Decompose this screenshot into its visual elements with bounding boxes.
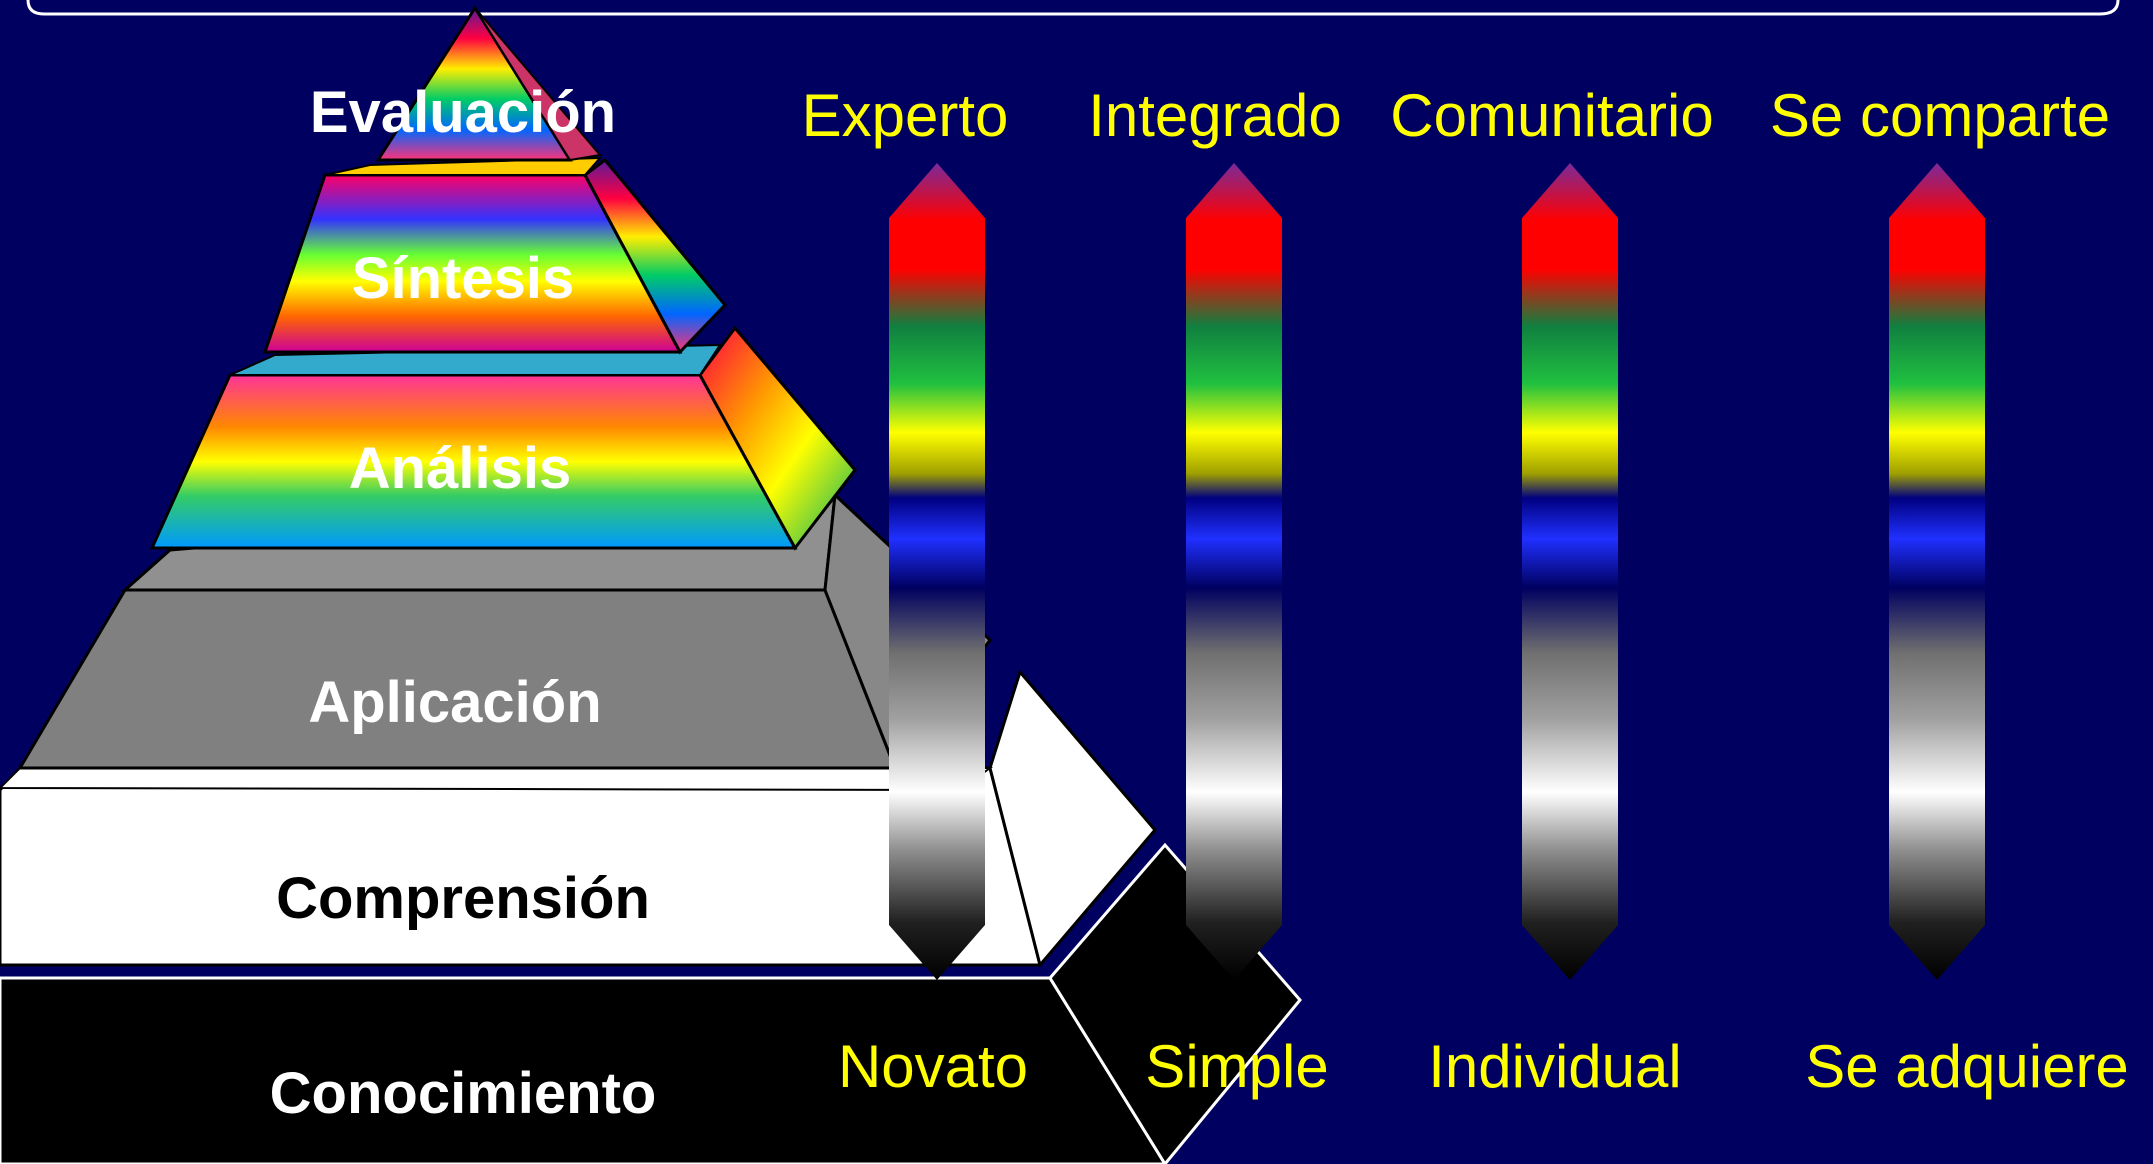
- label-evaluacion: Evaluación: [310, 80, 616, 145]
- scale-top-integration: Integrado: [1088, 82, 1342, 149]
- header-frame: [26, 0, 2120, 16]
- label-conocimiento: Conocimiento: [270, 1061, 657, 1126]
- spectrum-bars: [889, 163, 1985, 980]
- pyramid: [0, 5, 1302, 1164]
- spectrum-bar-community: [1522, 163, 1618, 980]
- spectrum-bar-integration: [1186, 163, 1282, 980]
- label-sintesis: Síntesis: [352, 246, 574, 311]
- level-comprension: [0, 668, 1157, 969]
- scale-top-community: Comunitario: [1390, 82, 1713, 149]
- scale-top-sharing: Se comparte: [1770, 82, 2110, 149]
- scale-bottom-integration: Simple: [1145, 1033, 1328, 1100]
- label-aplicacion: Aplicación: [308, 670, 601, 735]
- spectrum-bar-sharing: [1889, 163, 1985, 980]
- level-evaluacion: [375, 5, 602, 162]
- level-sintesis: [262, 156, 728, 355]
- label-analisis: Análisis: [349, 436, 571, 501]
- label-comprension: Comprensión: [276, 866, 650, 931]
- scale-bottom-expertise: Novato: [838, 1033, 1028, 1100]
- spectrum-bar-expertise: [889, 163, 985, 980]
- scale-bottom-community: Individual: [1428, 1033, 1682, 1100]
- scale-top-expertise: Experto: [802, 82, 1009, 149]
- scale-bottom-sharing: Se adquiere: [1805, 1033, 2129, 1100]
- level-conocimiento: [0, 842, 1302, 1164]
